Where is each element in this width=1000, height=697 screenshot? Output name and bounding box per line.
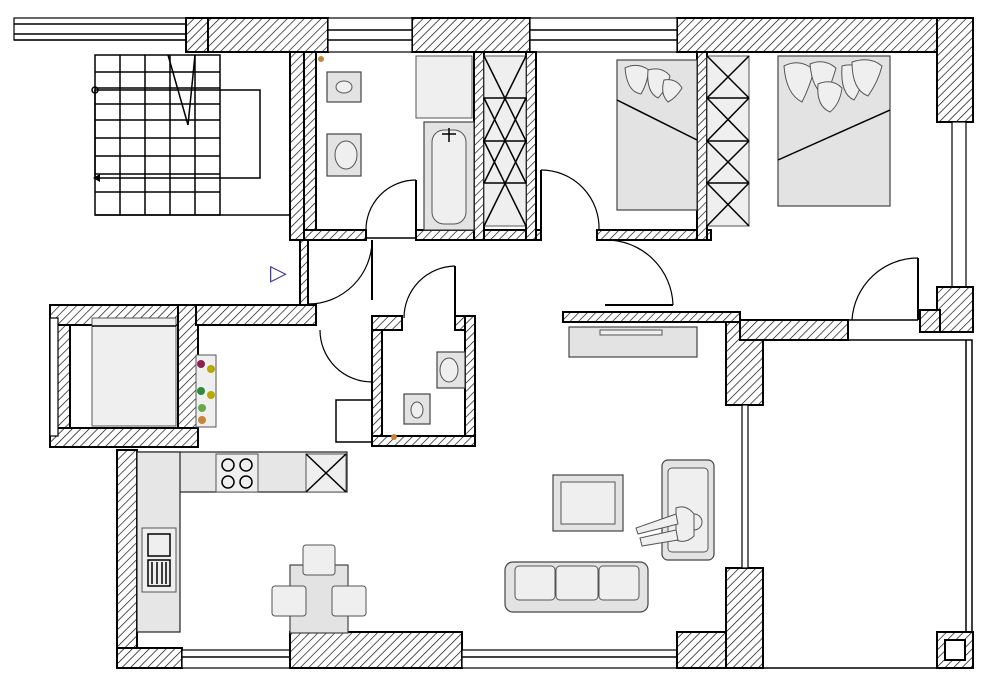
pillow-icon [662, 79, 683, 103]
stair-start-dot [91, 86, 99, 94]
bathroom-drain-icon [318, 56, 324, 62]
pipe-marker-icon [197, 387, 205, 395]
stair-arrow-line [167, 54, 189, 126]
hall-storage [335, 399, 373, 443]
dining-chair [271, 585, 307, 617]
stairwell-window [13, 17, 187, 41]
stairwell [13, 17, 290, 216]
pipe-marker-icon [207, 365, 215, 373]
window-bedroom-1 [529, 17, 678, 53]
kitchen [136, 451, 348, 633]
sofa [504, 561, 649, 613]
wc-room [391, 351, 466, 440]
single-bed [616, 59, 698, 211]
entrance-marker-icon: ▷ [270, 261, 287, 286]
window-bathroom [327, 17, 413, 53]
window-living-balcony [741, 404, 749, 569]
wardrobe-bedroom-2 [706, 55, 750, 227]
window-living [461, 649, 678, 669]
interior-walls [195, 51, 741, 447]
pillow-icon [783, 62, 815, 103]
toilet [326, 71, 362, 103]
cabinet [415, 55, 473, 119]
pipe-marker-icon [197, 360, 205, 368]
dining-chair [302, 544, 336, 576]
pillow-icon [817, 81, 843, 113]
person-figure [635, 506, 703, 547]
pipe-marker-icon [198, 404, 206, 412]
dining-chair [331, 585, 367, 617]
pipe-marker-icon [198, 416, 206, 424]
double-bed [777, 55, 891, 207]
living-room [504, 326, 715, 613]
window-bedroom-2-side [951, 121, 967, 288]
bathroom [318, 55, 475, 231]
stair-arrow-icon [93, 174, 100, 182]
stair-treads [95, 55, 290, 216]
utility-appliance [91, 317, 177, 427]
window-kitchen [181, 649, 291, 669]
wc-drain-icon [391, 434, 397, 440]
tv [599, 329, 663, 336]
balcony [763, 339, 974, 669]
pillow-icon [624, 64, 650, 95]
dining-set [271, 544, 367, 634]
cooktop [215, 453, 259, 493]
stair-flight [94, 54, 221, 216]
pillow-icon [851, 59, 883, 97]
pipe-marker-icon [207, 391, 215, 399]
wardrobe-bedroom-1 [483, 55, 527, 227]
doors [307, 169, 919, 383]
utility-room [91, 317, 373, 443]
